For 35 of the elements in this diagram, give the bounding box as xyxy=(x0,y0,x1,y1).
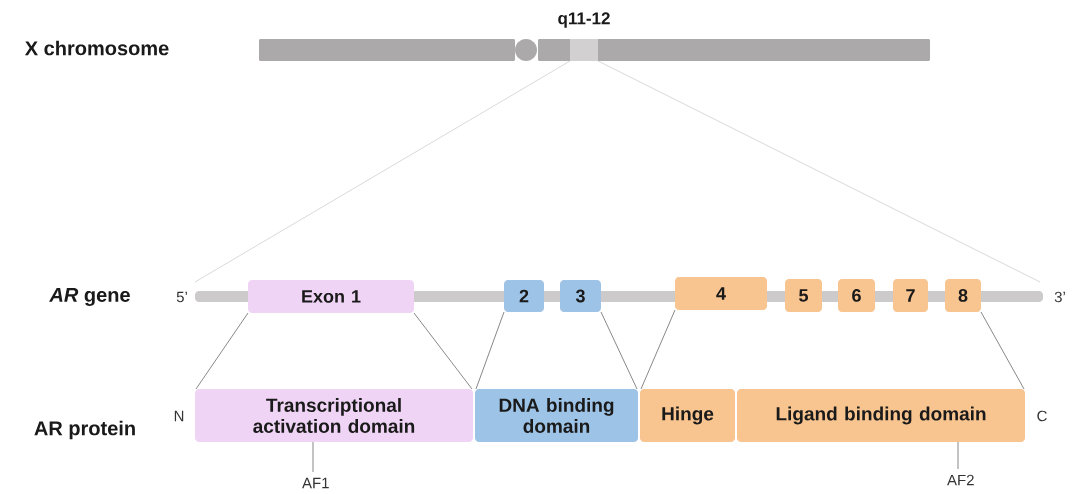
exon-box: 6 xyxy=(838,279,875,312)
exon-box: 7 xyxy=(893,279,928,312)
domain-box: Hinge xyxy=(640,389,735,442)
exon-box: Exon 1 xyxy=(248,280,414,313)
leader-line xyxy=(957,441,959,470)
domain-box: Ligand binding domain xyxy=(737,389,1025,442)
gene-label: AR gene xyxy=(49,288,130,306)
connector-line xyxy=(195,312,249,390)
node-label: Ligand binding domain xyxy=(776,406,986,425)
band-label: q11-12 xyxy=(558,12,610,28)
connector-line xyxy=(597,60,1041,283)
domain-box: Transcriptional activation domain xyxy=(195,389,473,442)
exon-box: 5 xyxy=(785,279,822,312)
protein-label: AR protein xyxy=(34,420,135,440)
domain-box: DNA binding domain xyxy=(475,389,638,442)
connector-line xyxy=(640,309,676,390)
exon-box: 2 xyxy=(504,280,544,312)
connector-line xyxy=(194,60,571,283)
af-label: AF1 xyxy=(302,477,329,489)
leader-line xyxy=(312,441,314,473)
connector-line xyxy=(600,311,638,390)
connector-line xyxy=(475,311,505,390)
terminus-label: N xyxy=(174,410,184,422)
exon-box: 8 xyxy=(945,279,981,312)
connector-line xyxy=(413,312,473,390)
node-label: Hinge xyxy=(662,406,714,425)
connector-line xyxy=(980,311,1025,390)
end-label: 3’ xyxy=(1054,291,1065,303)
exon-box: 3 xyxy=(560,280,601,312)
af-label: AF2 xyxy=(947,474,974,486)
chromosome-band xyxy=(570,39,598,61)
end-label: 5’ xyxy=(176,291,187,303)
terminus-label: C xyxy=(1037,410,1047,422)
chromosome-label: X chromosome xyxy=(24,40,169,56)
exon-box: 4 xyxy=(675,277,767,310)
